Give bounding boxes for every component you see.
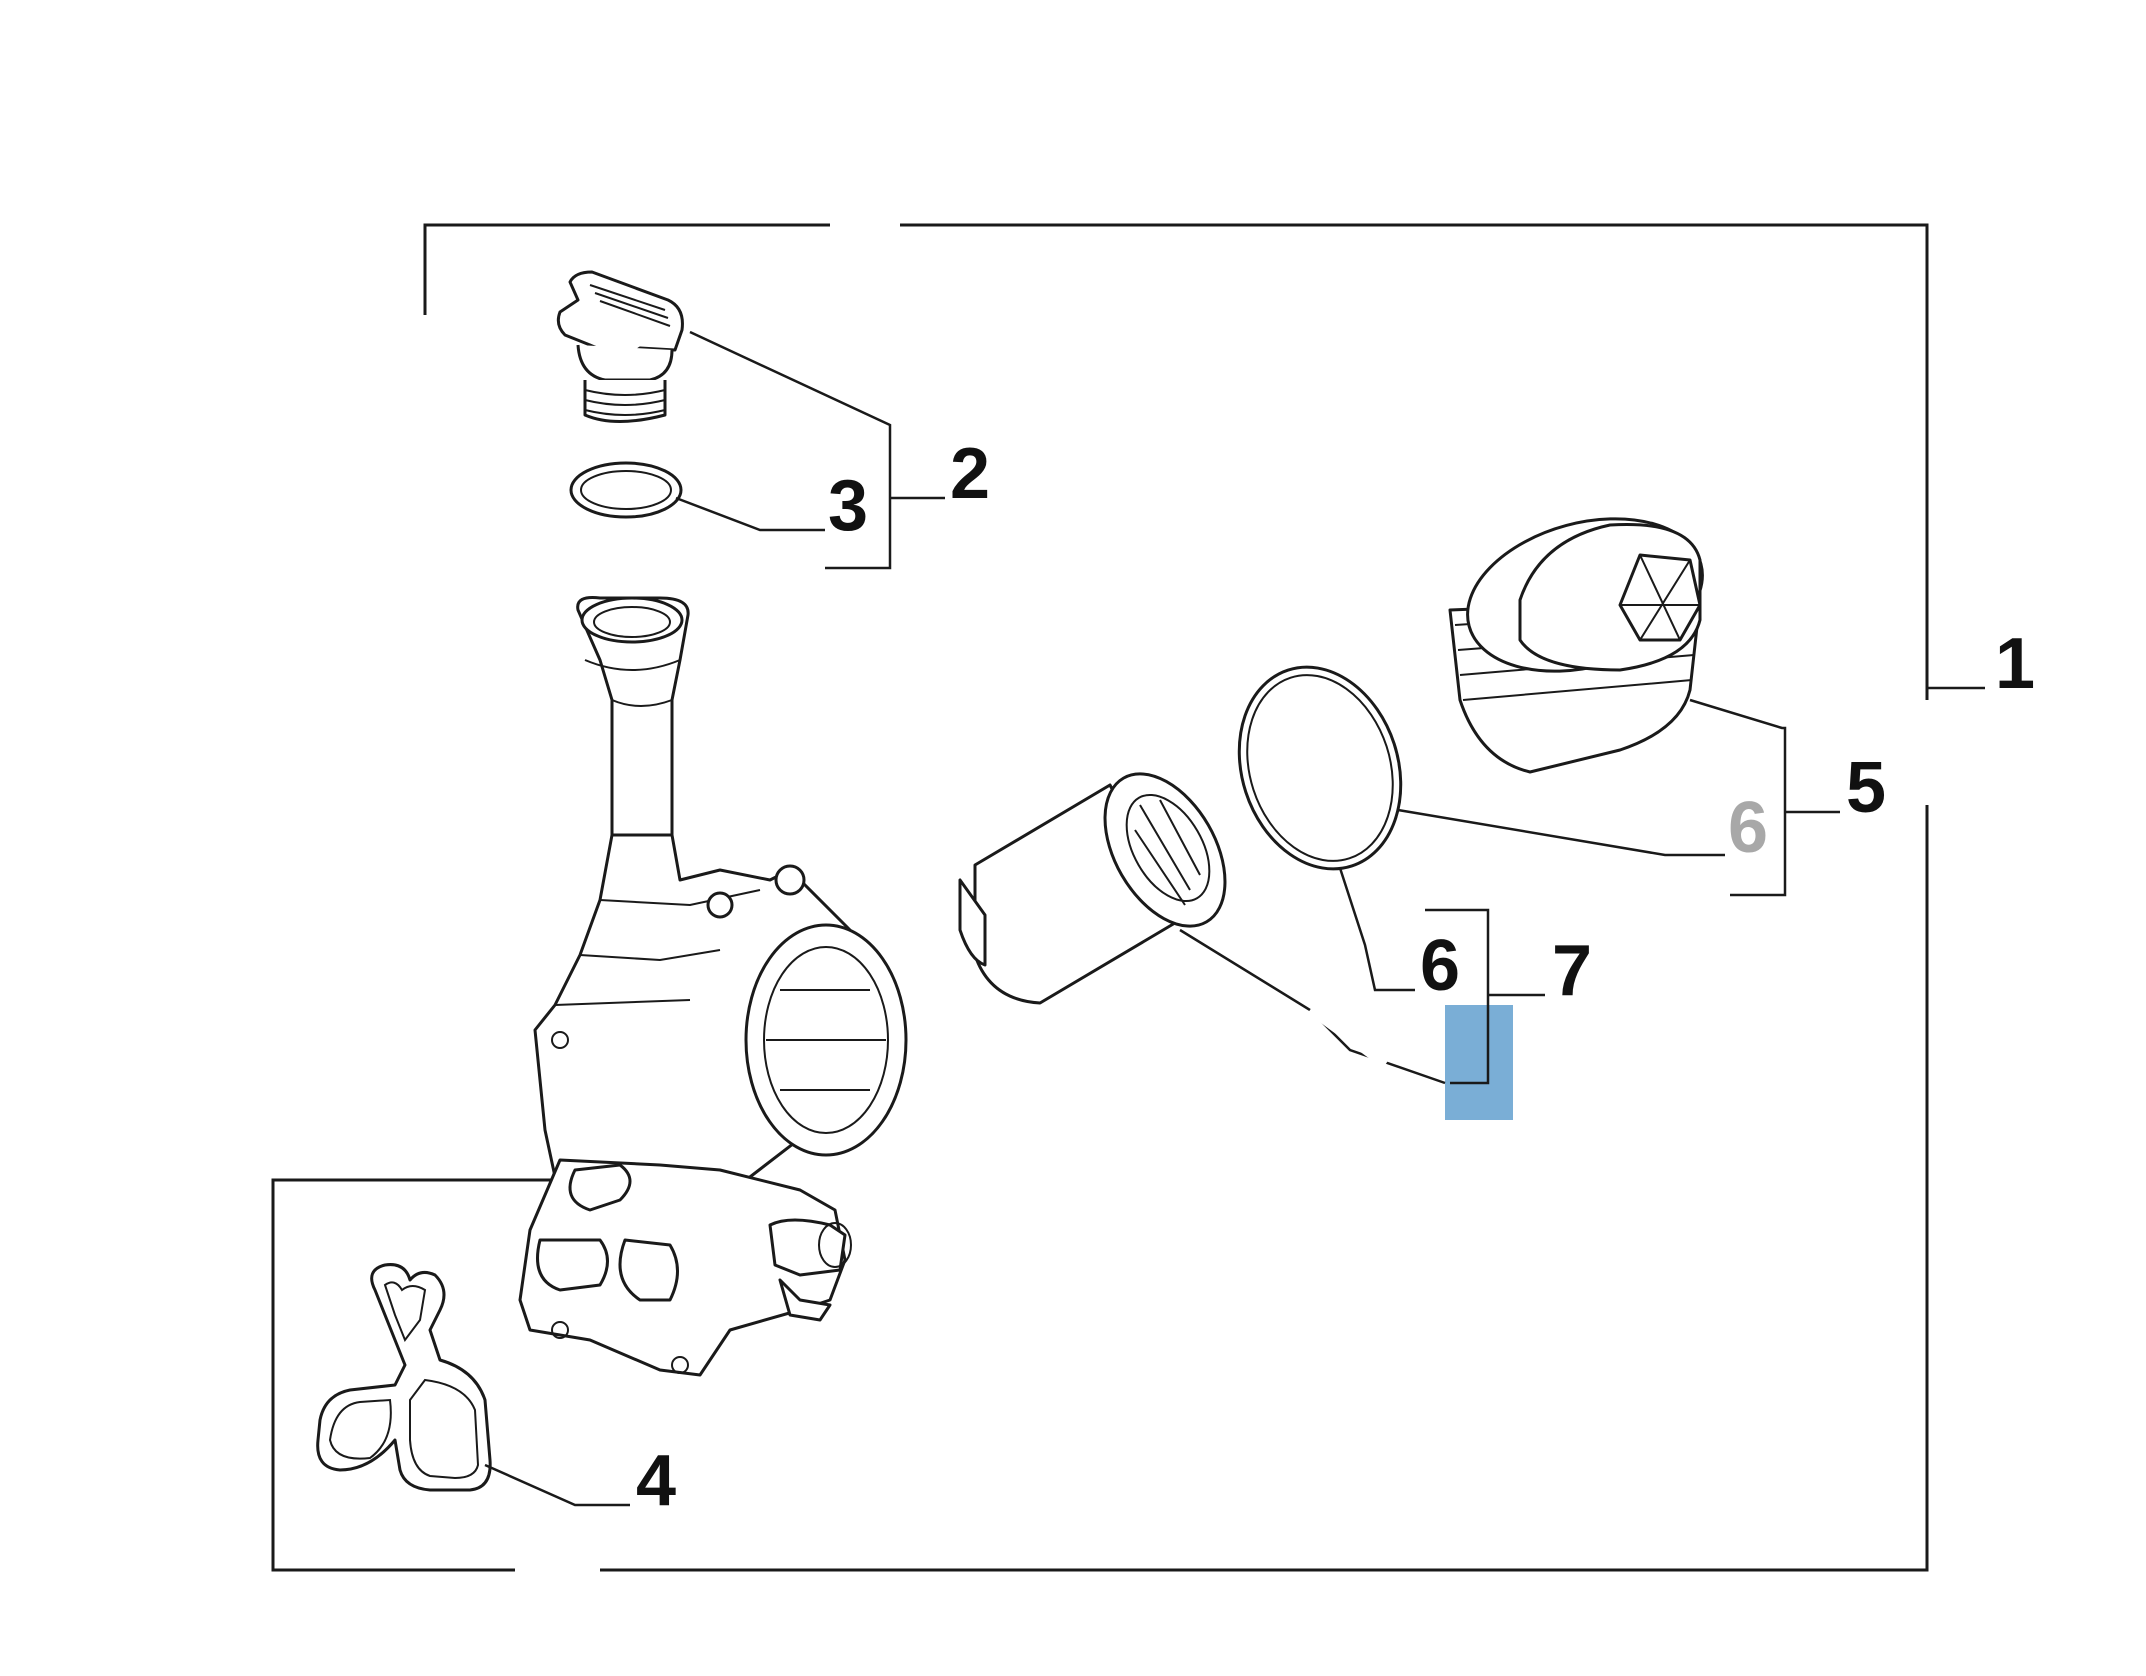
leader-lines xyxy=(484,330,1985,1507)
oil-filter-housing-icon xyxy=(518,596,908,1377)
filter-o-ring-icon xyxy=(1237,665,1403,871)
callout-labels: 1 2 3 4 5 6 6 7 xyxy=(636,434,2035,1521)
callout-6-lower: 6 xyxy=(1420,926,1460,1006)
oil-filler-cap-icon xyxy=(556,270,684,423)
filler-o-ring-icon xyxy=(569,461,683,519)
callout-2: 2 xyxy=(950,434,990,514)
callout-7: 7 xyxy=(1552,931,1592,1011)
gasket-icon xyxy=(316,1263,492,1492)
callout-3: 3 xyxy=(828,466,868,546)
callout-6-upper: 6 xyxy=(1728,788,1768,868)
assembly-frame xyxy=(271,221,1931,1574)
callout-4: 4 xyxy=(636,1441,676,1521)
filter-cartridge-icon xyxy=(958,772,1227,1005)
callout-1: 1 xyxy=(1995,624,2035,704)
callout-5: 5 xyxy=(1846,748,1886,828)
highlight-marker xyxy=(1445,1005,1513,1120)
filter-cap-icon xyxy=(1448,517,1704,774)
